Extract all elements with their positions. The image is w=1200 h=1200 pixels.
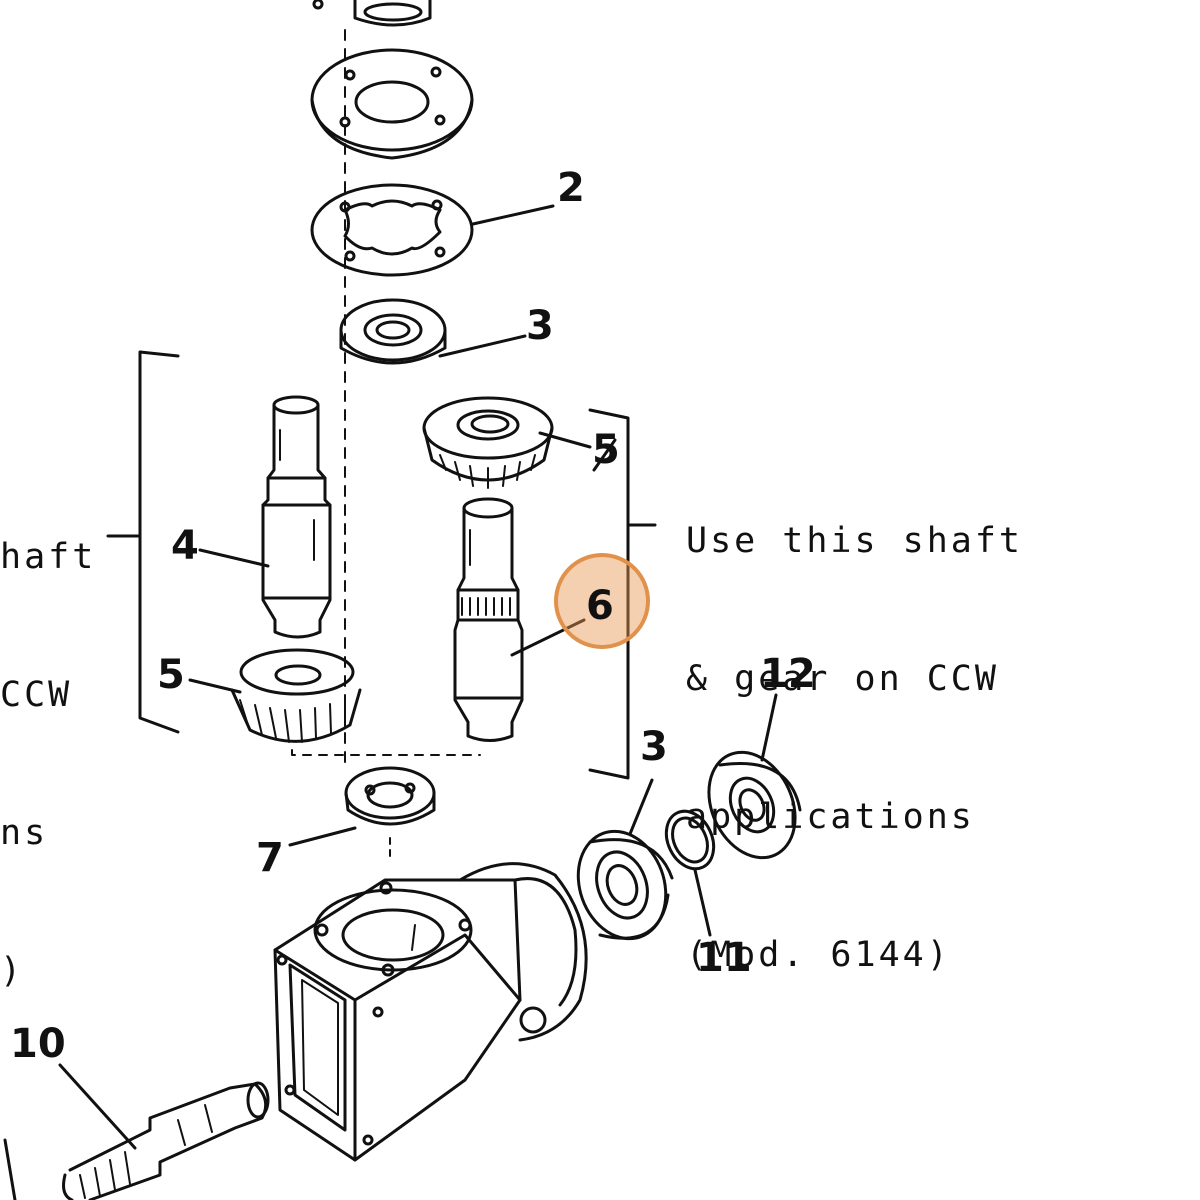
callout-11: 11	[696, 935, 752, 981]
left-note-line-3: ns	[0, 813, 49, 853]
left-note-line-2: CCW	[0, 675, 73, 715]
note-line-1: Use this shaft	[686, 521, 1024, 561]
callout-3-upper: 3	[526, 303, 554, 349]
callout-6: 6	[586, 583, 614, 629]
note-line-2: & gear on CCW	[686, 659, 999, 699]
callout-12: 12	[760, 651, 816, 697]
ccw-application-note: Use this shaft & gear on CCW application…	[686, 426, 1023, 1070]
highlight-ring	[554, 553, 650, 649]
callout-2: 2	[557, 165, 585, 211]
bevel-gear-cw	[188, 648, 362, 743]
callout-5-upper: 5	[592, 427, 620, 473]
callout-3-lower: 3	[640, 724, 668, 770]
cw-application-note-cropped: haft CCW ns )	[0, 442, 96, 1086]
flange-plate	[310, 48, 474, 160]
callout-10: 10	[10, 1021, 66, 1067]
bevel-gear-ccw	[422, 396, 617, 489]
left-note-line-1: haft	[0, 537, 97, 577]
input-shaft	[3, 1063, 270, 1200]
callout-5-lower: 5	[157, 652, 185, 698]
top-part	[312, 0, 432, 27]
upper-bearing	[339, 298, 527, 365]
snap-ring	[664, 809, 716, 937]
note-line-3: applications	[686, 797, 975, 837]
oil-seal	[707, 693, 802, 860]
lower-bearing	[288, 766, 436, 861]
callout-4: 4	[171, 523, 199, 569]
side-bearing	[576, 778, 674, 941]
left-note-line-4: )	[0, 951, 25, 991]
shaft-ccw	[453, 497, 586, 742]
callout-7: 7	[256, 835, 284, 881]
note-line-4: (Mod. 6144)	[686, 935, 951, 975]
shaft-cw	[198, 395, 332, 639]
gasket	[310, 183, 555, 277]
gearbox-housing	[273, 862, 588, 1162]
